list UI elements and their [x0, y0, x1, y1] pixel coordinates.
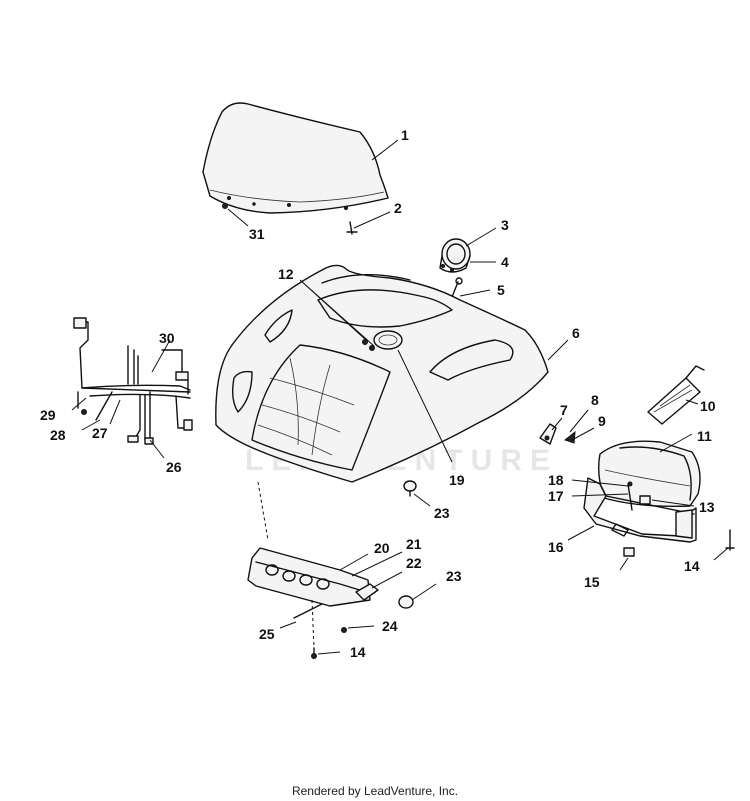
- lower-panel-part-20: [247, 547, 403, 607]
- callout-16: 16: [548, 539, 564, 555]
- callout-30: 30: [159, 330, 175, 346]
- bracket-part-7: [539, 417, 563, 445]
- footer-credit: Rendered by LeadVenture, Inc.: [291, 784, 459, 798]
- callout-14-right: 14: [684, 558, 700, 574]
- callout-4: 4: [501, 254, 509, 270]
- callout-7: 7: [560, 402, 568, 418]
- screw-part-14-lower: [311, 647, 341, 659]
- callout-12: 12: [278, 266, 294, 282]
- callout-20: 20: [374, 540, 390, 556]
- callout-8: 8: [591, 392, 599, 408]
- callout-11: 11: [697, 428, 712, 444]
- washer-part-9: [571, 427, 595, 441]
- bolt-part-25: [279, 603, 323, 629]
- latch-part-22: [355, 571, 403, 601]
- callout-22: 22: [406, 555, 422, 571]
- screw-part-14-right: [713, 529, 735, 561]
- callout-5: 5: [497, 282, 505, 298]
- callout-29: 29: [40, 407, 56, 423]
- callout-23-upper: 23: [434, 505, 450, 521]
- callout-6: 6: [572, 325, 580, 341]
- callout-3: 3: [501, 217, 509, 233]
- callout-31: 31: [249, 226, 265, 242]
- screw-part-31: [222, 203, 249, 227]
- callout-18: 18: [548, 472, 564, 488]
- windshield: [202, 102, 389, 214]
- callout-2: 2: [394, 200, 402, 216]
- callout-23-lower: 23: [446, 568, 462, 584]
- gauge-part-3: [439, 227, 497, 273]
- callout-10: 10: [700, 398, 716, 414]
- callout-14-lower: 14: [350, 644, 366, 660]
- callout-25: 25: [259, 626, 275, 642]
- grommet-part-23-lower: [398, 583, 437, 609]
- callout-1: 1: [401, 127, 409, 143]
- callout-24: 24: [382, 618, 398, 634]
- hood: [215, 264, 569, 483]
- light-bracket-part-16: [567, 477, 697, 543]
- callout-21: 21: [406, 536, 422, 552]
- callout-13: 13: [699, 499, 715, 515]
- grommet-part-15: [619, 547, 635, 571]
- screw-part-2: [346, 211, 391, 235]
- callout-27: 27: [92, 425, 108, 441]
- callout-26: 26: [166, 459, 182, 475]
- wiring-harness: [71, 317, 193, 459]
- callout-19: 19: [449, 472, 465, 488]
- callout-9: 9: [598, 413, 606, 429]
- callout-17: 17: [548, 488, 564, 504]
- washer-part-24: [341, 625, 375, 633]
- bulb-part-10: [647, 365, 705, 425]
- callout-28: 28: [50, 427, 66, 443]
- callout-15: 15: [584, 574, 600, 590]
- grommet-part-23-upper: [403, 480, 431, 507]
